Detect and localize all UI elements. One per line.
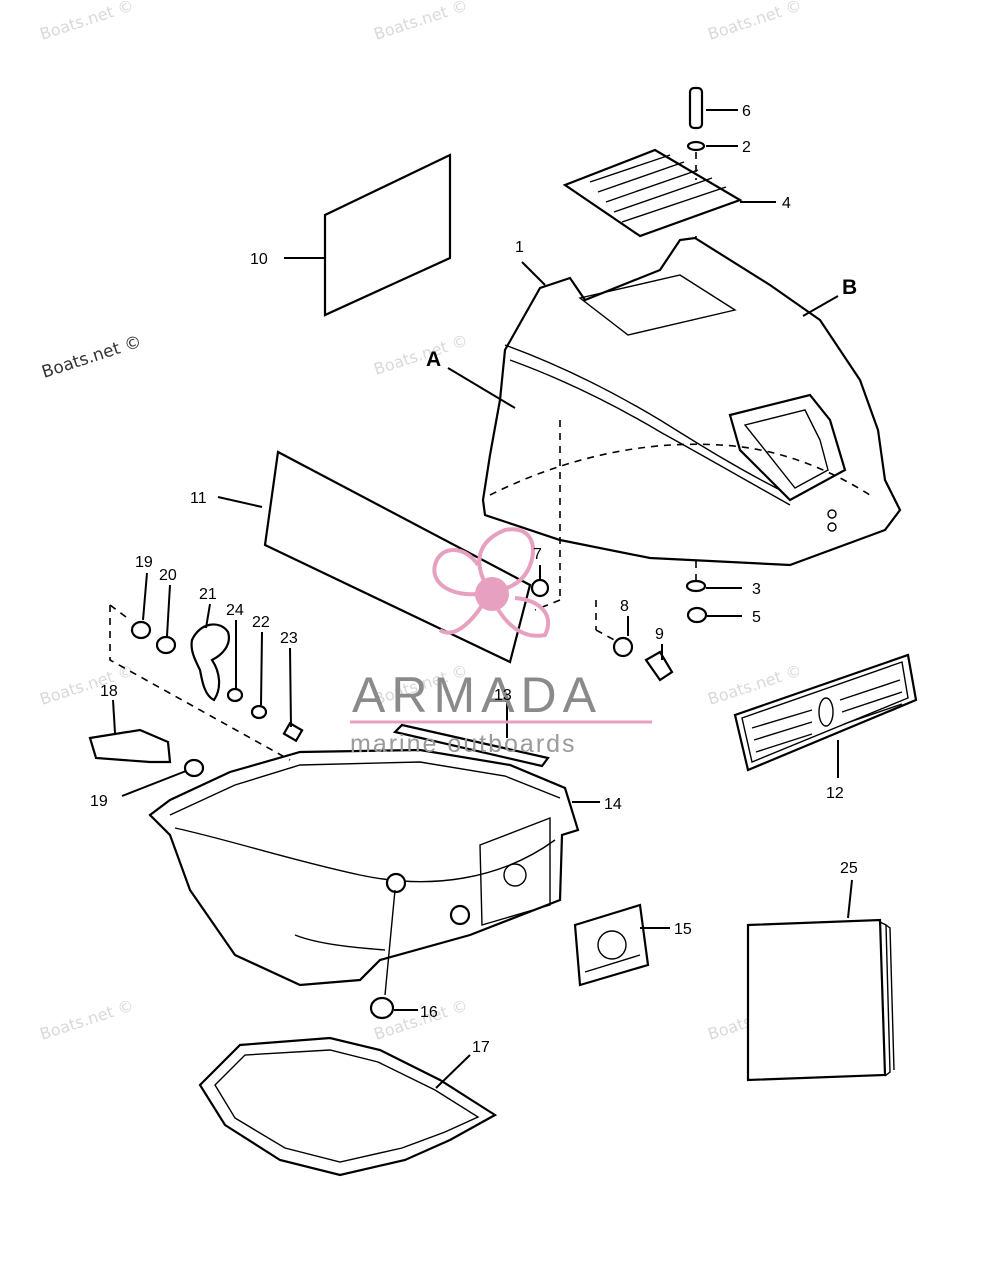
watermark: Boats.net © <box>371 0 470 44</box>
part-9-stud <box>644 644 674 682</box>
part-labels: 6 2 4 1 B A 10 11 7 3 5 8 9 19 20 21 24 … <box>90 103 858 1056</box>
latch-hardware <box>88 572 304 797</box>
part-25-manual <box>746 879 895 1082</box>
part-label: 15 <box>674 921 692 938</box>
part-7-grommet <box>530 565 550 598</box>
part-2-washer <box>686 140 738 152</box>
part-6-screw <box>688 86 738 130</box>
part-10-decal <box>284 153 452 317</box>
part-label: 6 <box>742 103 751 120</box>
part-label: 19 <box>135 554 153 571</box>
part-1-top-cowl <box>447 236 902 611</box>
part-17-gasket <box>198 1036 498 1177</box>
part-14-bottom-cowl <box>148 748 600 987</box>
part-label: 21 <box>199 586 217 603</box>
part-11-seal-strip <box>217 450 532 664</box>
part-label: 22 <box>252 614 270 631</box>
watermark: Boats.net © <box>705 0 804 44</box>
part-label: 12 <box>826 785 844 802</box>
part-label: 24 <box>226 602 244 619</box>
part-label: 11 <box>190 490 207 507</box>
watermark: Boats.net © <box>39 332 144 383</box>
brand-tagline: marine outboards <box>350 730 577 758</box>
part-label: 2 <box>742 139 751 156</box>
propeller-hub-icon <box>475 577 509 611</box>
part-label: 23 <box>280 630 298 647</box>
section-label-b: B <box>842 276 857 299</box>
part-label: 4 <box>782 195 791 212</box>
part-label: 9 <box>655 626 664 643</box>
part-label: 20 <box>159 567 177 584</box>
part-label: 10 <box>250 251 268 268</box>
part-8-grommet <box>595 600 634 658</box>
part-label: 7 <box>533 546 542 563</box>
part-label: 25 <box>840 860 858 877</box>
part-15-plate <box>573 903 670 987</box>
brand-logo: ARMADA marine outboards <box>350 527 652 758</box>
part-label: 5 <box>752 609 761 626</box>
watermark: Boats.net © <box>37 0 136 44</box>
part-label: 19 <box>90 793 108 810</box>
part-16-plug <box>369 889 418 1020</box>
part-label: 13 <box>494 687 512 704</box>
part-3-washer <box>685 579 742 593</box>
part-13-seal <box>392 702 550 768</box>
part-5-nut <box>686 606 742 624</box>
part-label: 14 <box>604 796 622 813</box>
part-label: 8 <box>620 598 629 615</box>
part-label: 17 <box>472 1039 490 1056</box>
part-label: 18 <box>100 683 118 700</box>
watermark: Boats.net © <box>37 996 136 1044</box>
watermark: Boats.net © <box>37 661 136 709</box>
part-12-warning-plate <box>733 653 918 778</box>
brand-name: ARMADA <box>352 667 602 723</box>
part-label: 1 <box>515 239 524 256</box>
part-label: 3 <box>752 581 761 598</box>
part-4-vent-cover <box>562 148 776 238</box>
section-label-a: A <box>426 348 441 371</box>
part-label: 16 <box>420 1004 438 1021</box>
